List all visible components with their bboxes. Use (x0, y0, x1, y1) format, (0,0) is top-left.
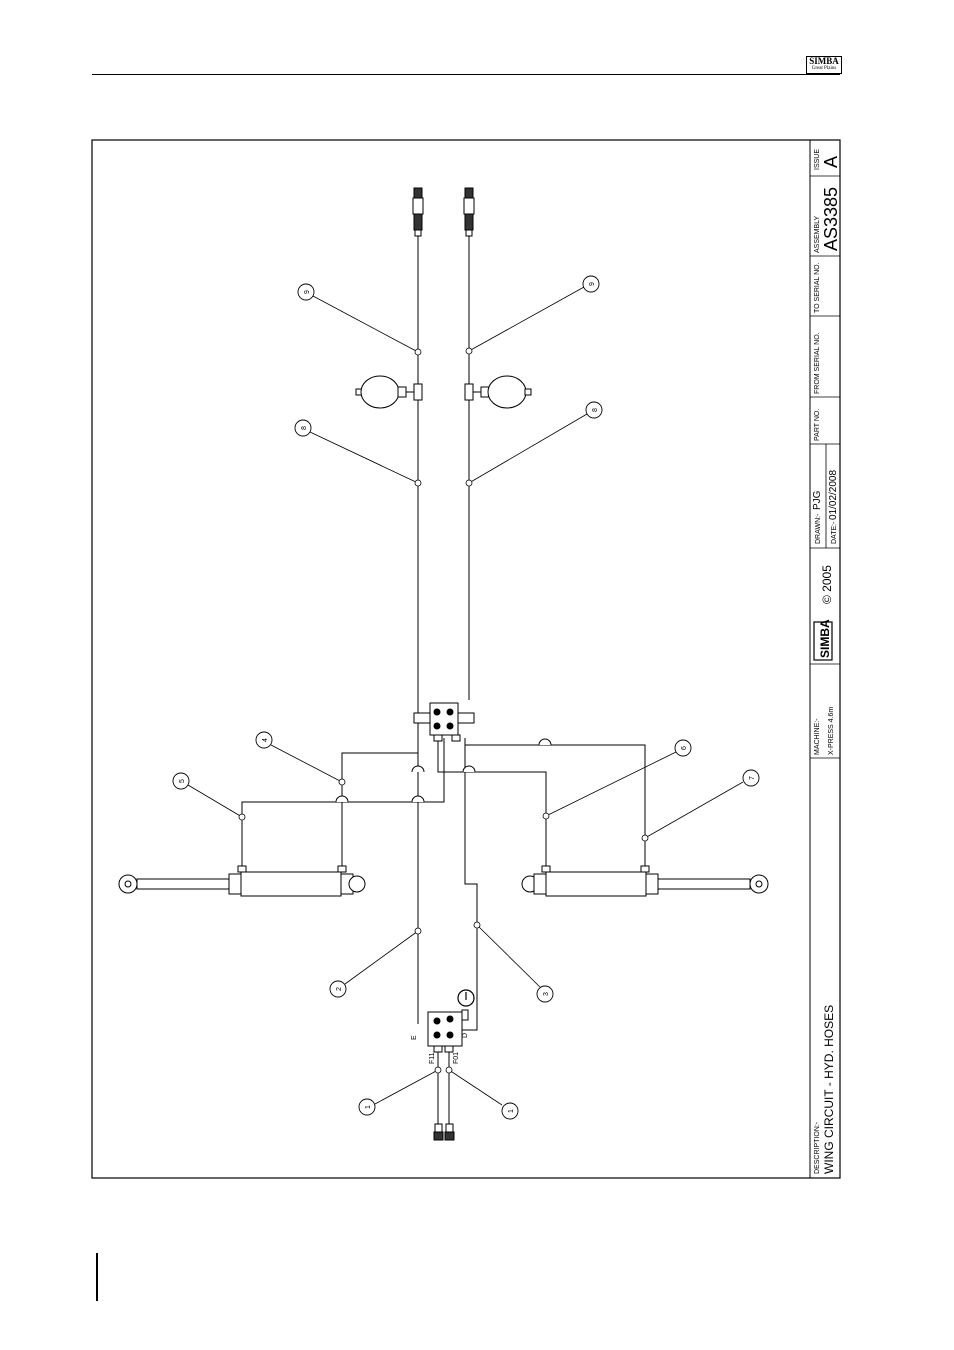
leader-lines (188, 287, 743, 1105)
port-label-e: E (411, 1035, 418, 1040)
callout-1b-label: 1 (508, 1109, 515, 1113)
top-left-coupling (413, 188, 423, 236)
callout-6-label: 6 (681, 746, 688, 750)
callout-1a-label: 1 (365, 1105, 372, 1109)
port-label-f11: F11 (429, 1052, 436, 1064)
title-block-logo-text: SIMBA (818, 619, 832, 658)
callout-4-label: 4 (262, 738, 269, 742)
port-label-f01: F01 (453, 1052, 460, 1064)
left-ram-cylinder (119, 866, 365, 896)
callout-3-label: 3 (543, 992, 550, 996)
callout-numbers: 1 1 2 3 4 5 6 7 8 8 9 9 (179, 282, 756, 1113)
assembly-text: AS3385 (821, 187, 841, 251)
to-serial-label: TO SERIAL NO. (814, 262, 821, 313)
date-label: DATE:- (831, 521, 838, 544)
copyright-text: © 2005 (820, 565, 834, 604)
machine-text: X-PRESS 4.6m (828, 707, 835, 755)
date-text: 01/02/2008 (828, 470, 839, 520)
machine-label: MACHINE:- (814, 718, 821, 755)
from-serial-label: FROM SERIAL NO. (814, 332, 821, 394)
part-no-label: PART NO. (814, 409, 821, 441)
callout-2-label: 2 (336, 987, 343, 991)
hose-lines (242, 236, 645, 1130)
control-valve (428, 1010, 468, 1052)
drawing-frame (92, 140, 840, 1178)
callout-9a-label: 9 (304, 290, 311, 294)
issue-text: A (821, 156, 841, 168)
port-label-d: D (462, 1033, 469, 1038)
callout-8b-label: 8 (592, 408, 599, 412)
title-block-logo: SIMBA (814, 619, 832, 660)
issue-label: ISSUE (814, 149, 821, 170)
description-label: DESCRIPTION:- (814, 1121, 821, 1174)
description-text: WING CIRCUIT - HYD. HOSES (822, 1005, 836, 1174)
footer-mark (96, 1253, 98, 1301)
top-right-coupling (464, 188, 474, 236)
drawn-label: DRAWN:- (815, 513, 822, 544)
right-ram-cylinder (522, 866, 768, 896)
callout-5-label: 5 (179, 779, 186, 783)
callout-7-label: 7 (749, 776, 756, 780)
central-manifold-valve (414, 703, 474, 741)
pressure-gauge-icon (458, 990, 474, 1006)
assembly-label: ASSEMBLY (814, 215, 821, 253)
bottom-couplings (434, 1124, 454, 1140)
callout-9b-label: 9 (589, 282, 596, 286)
drawn-text: PJG (812, 490, 823, 510)
callout-8a-label: 8 (301, 426, 308, 430)
